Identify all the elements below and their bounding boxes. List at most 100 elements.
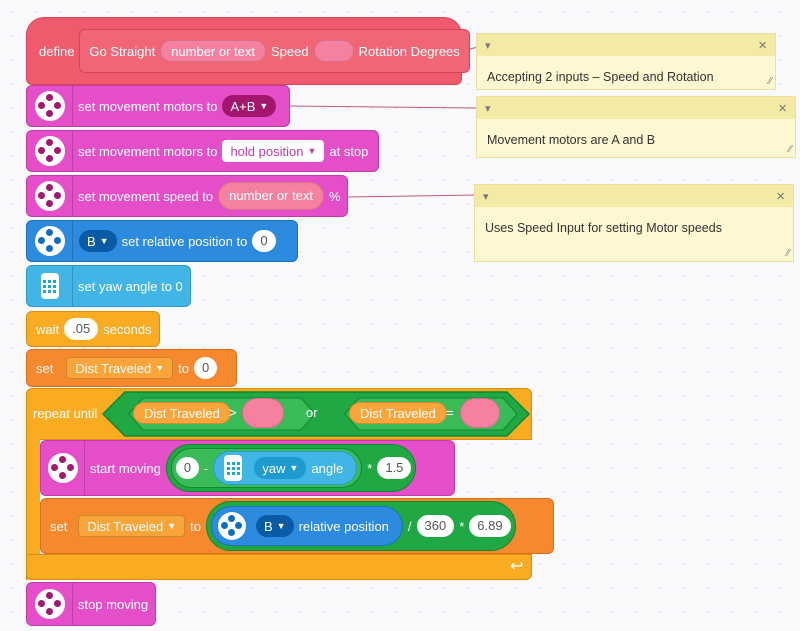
factor-input[interactable]: 6.89 (469, 515, 511, 537)
note-header: ▾ × (477, 97, 795, 119)
minus-operator: - (204, 460, 209, 476)
yaw-angle-reporter[interactable]: yaw ▼ angle (213, 451, 358, 485)
chevron-down-icon: ▼ (155, 363, 165, 373)
note-header: ▾ × (477, 34, 775, 56)
motor-icon (34, 226, 65, 256)
set-stop-action-block[interactable]: set movement motors to hold position ▼ a… (26, 130, 379, 172)
motor-icon-box (27, 86, 73, 126)
relpos-value-input[interactable]: 0 (252, 230, 276, 252)
define-block[interactable]: define Go Straight number or text Speed … (26, 17, 470, 85)
stop-moving-block[interactable]: stop moving (26, 582, 156, 626)
start-moving-block[interactable]: start moving 0 - yaw ▼ angle * 1.5 (40, 440, 455, 496)
note-text[interactable]: Uses Speed Input for setting Motor speed… (485, 221, 722, 235)
seconds-label: seconds (103, 321, 152, 337)
set-movement-speed-block[interactable]: set movement speed to number or text % (26, 175, 348, 217)
relative-position-reporter[interactable]: B ▼ relative position (210, 506, 403, 546)
variable-dropdown[interactable]: Dist Traveled ▼ (78, 515, 186, 537)
hub-icon-box (27, 266, 73, 306)
repeat-until-block[interactable]: ↩ repeat until Dist Traveled > or Dist T… (26, 388, 532, 580)
wait-seconds-input[interactable]: .05 (64, 318, 99, 340)
variable-dropdown-value: Dist Traveled (87, 518, 164, 534)
subtract-operator-reporter[interactable]: 0 - yaw ▼ angle (170, 448, 363, 488)
motors-dropdown-value: A+B (230, 98, 256, 114)
note-text[interactable]: Accepting 2 inputs – Speed and Rotation (487, 70, 714, 84)
motor-port-dropdown[interactable]: B ▼ (255, 515, 294, 537)
resize-handle-icon[interactable]: ⁄⁄ (768, 76, 772, 87)
wait-block[interactable]: wait .05 seconds (26, 311, 160, 347)
set-yaw-angle-block[interactable]: set yaw angle to 0 (26, 265, 191, 307)
motors-dropdown[interactable]: A+B ▼ (222, 95, 277, 117)
speed-param-reporter[interactable] (242, 398, 284, 428)
hub-icon (224, 455, 243, 481)
close-icon[interactable]: × (778, 99, 787, 117)
motor-icon-box (27, 583, 73, 625)
resize-handle-icon[interactable]: ⁄⁄ (786, 248, 790, 259)
times-operator: * (459, 518, 465, 534)
motor-icon (47, 453, 78, 483)
divisor-input[interactable]: 360 (416, 515, 455, 537)
collapse-note-icon[interactable]: ▾ (485, 39, 491, 52)
axis-dropdown[interactable]: yaw ▼ (254, 457, 307, 479)
wait-label: wait (36, 321, 60, 337)
set-label: set (50, 518, 68, 534)
set-label: set (36, 360, 54, 376)
multiply-operator-reporter[interactable]: B ▼ relative position / 360 * 6.89 (205, 501, 516, 551)
variable-dropdown-value: Dist Traveled (75, 360, 152, 376)
stop-action-value: hold position (230, 143, 304, 159)
param-input-2[interactable] (313, 40, 354, 62)
angle-label: angle (311, 460, 344, 476)
set-variable-block[interactable]: set Dist Traveled ▼ to 0 (26, 349, 237, 387)
chevron-down-icon: ▼ (167, 521, 177, 531)
to-label: to (190, 518, 201, 534)
collapse-note-icon[interactable]: ▾ (483, 190, 489, 203)
chevron-down-icon: ▼ (259, 101, 269, 111)
comment-note-2[interactable]: ▾ × Movement motors are A and B ⁄⁄ (476, 96, 796, 158)
param-input-1[interactable]: number or text (160, 40, 267, 62)
speed-param-reporter[interactable]: number or text (218, 182, 324, 210)
comment-note-1[interactable]: ▾ × Accepting 2 inputs – Speed and Rotat… (476, 33, 776, 90)
variable-dropdown[interactable]: Dist Traveled ▼ (66, 357, 174, 379)
chevron-down-icon: ▼ (99, 236, 109, 246)
resize-handle-icon[interactable]: ⁄⁄ (788, 144, 792, 155)
motor-port-value: B (263, 518, 273, 534)
close-icon[interactable]: × (776, 187, 785, 205)
set-value-input[interactable]: 0 (193, 357, 218, 379)
chevron-down-icon: ▼ (276, 521, 286, 531)
comment-note-3[interactable]: ▾ × Uses Speed Input for setting Motor s… (474, 184, 794, 262)
set-movement-motors-block[interactable]: set movement motors to A+B ▼ (26, 85, 290, 127)
note-connector-line (345, 194, 477, 198)
set-yaw-label: set yaw angle to 0 (78, 278, 183, 294)
equals-operator: = (446, 405, 454, 420)
subtract-left-input[interactable]: 0 (175, 457, 200, 479)
note-header: ▾ × (475, 185, 793, 207)
stop-action-dropdown[interactable]: hold position ▼ (222, 140, 325, 162)
set-motors-label: set movement motors to (78, 98, 218, 114)
define-speed-label: Speed (271, 43, 309, 59)
motor-icon-box (41, 441, 85, 495)
note-text[interactable]: Movement motors are A and B (487, 133, 656, 147)
motor-icon-box (27, 131, 73, 171)
motor-icon (34, 181, 65, 211)
motor-icon (34, 589, 65, 619)
set-relative-position-block[interactable]: B ▼ set relative position to 0 (26, 220, 298, 262)
right-variable-reporter[interactable]: Dist Traveled (349, 402, 447, 424)
repeat-arm (26, 438, 40, 580)
collapse-note-icon[interactable]: ▾ (485, 102, 491, 115)
left-variable-reporter[interactable]: Dist Traveled (133, 402, 231, 424)
percent-label: % (328, 188, 341, 204)
motor-port-dropdown[interactable]: B ▼ (79, 230, 117, 252)
loop-arrow-icon: ↩ (510, 558, 524, 575)
multiply-operator-reporter[interactable]: 0 - yaw ▼ angle * 1.5 (165, 444, 417, 492)
stop-moving-label: stop moving (78, 596, 149, 612)
or-label: or (306, 405, 318, 420)
motor-icon (217, 512, 246, 540)
motor-icon (34, 91, 65, 121)
inner-set-variable-block[interactable]: set Dist Traveled ▼ to B ▼ relative posi… (40, 498, 554, 554)
motor-icon-box (27, 221, 73, 261)
axis-dropdown-value: yaw (262, 460, 286, 476)
motor-icon (34, 136, 65, 166)
rotation-param-reporter[interactable] (460, 398, 500, 428)
define-prototype[interactable]: Go Straight number or text Speed Rotatio… (79, 29, 470, 73)
multiply-right-input[interactable]: 1.5 (377, 457, 412, 479)
close-icon[interactable]: × (758, 36, 767, 54)
